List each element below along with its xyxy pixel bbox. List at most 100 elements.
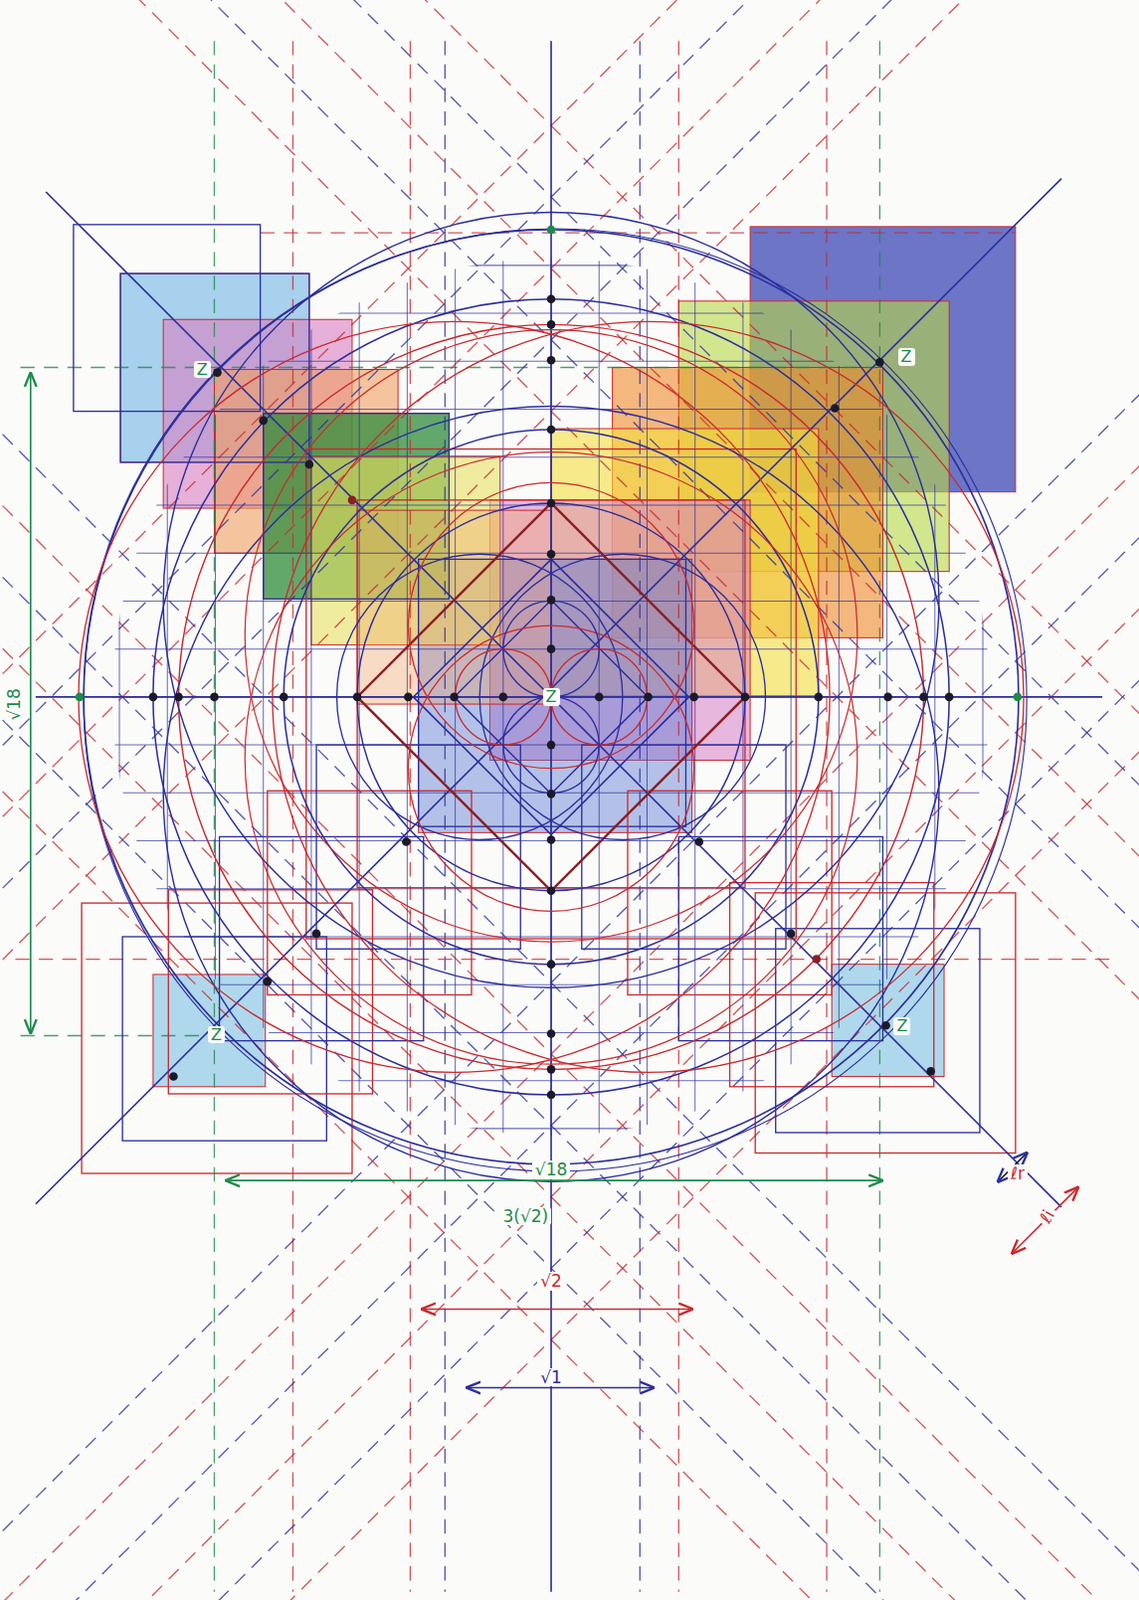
construction-circle — [163, 405, 940, 1182]
construction-circle — [455, 649, 552, 746]
grid-line — [310, 255, 312, 1144]
construction-point — [449, 693, 459, 703]
construction-point — [811, 954, 821, 964]
construction-point — [169, 1072, 179, 1082]
diamond-outline — [413, 559, 690, 835]
construction-point — [547, 741, 557, 751]
construction-circle — [503, 697, 599, 793]
outline-square — [73, 224, 261, 412]
construction-point — [547, 550, 557, 560]
construction-point — [830, 403, 840, 413]
construction-point — [926, 1067, 936, 1077]
dimension-label: √18 — [4, 685, 24, 724]
dashed-guide — [0, 0, 1139, 983]
dashed-guide — [0, 0, 1139, 1055]
construction-point — [312, 930, 322, 940]
dashed-guide — [0, 0, 1139, 1055]
grid-line — [262, 255, 264, 1144]
construction-circle — [407, 625, 694, 912]
construction-point — [786, 930, 796, 940]
construction-point — [279, 693, 289, 703]
point-label: Z — [193, 361, 211, 380]
construction-point — [499, 693, 509, 703]
construction-point — [689, 693, 699, 703]
dimension-arrow — [422, 1309, 693, 1312]
dimension-label: √18 — [532, 1160, 570, 1180]
dimension-label: √2 — [537, 1272, 566, 1292]
construction-circle — [272, 321, 1024, 1073]
grid-line — [790, 255, 792, 1144]
dashed-guide — [0, 0, 1139, 841]
grid-line — [982, 255, 984, 1144]
dimension-arrow — [29, 374, 32, 1034]
dashed-guide — [0, 0, 1139, 912]
dashed-guide — [825, 40, 827, 1592]
dashed-guide — [639, 40, 641, 1592]
point-label: Z — [543, 688, 561, 707]
construction-circle — [551, 649, 647, 746]
construction-point — [174, 693, 184, 703]
dashed-guide — [0, 554, 1139, 1600]
construction-point — [694, 837, 704, 847]
construction-point — [401, 837, 411, 847]
outline-square — [755, 893, 1016, 1154]
dashed-guide — [444, 40, 446, 1592]
construction-point — [547, 425, 557, 435]
circles — [78, 212, 1027, 1183]
construction-circle — [83, 229, 1019, 1165]
outline-square — [168, 890, 373, 1095]
construction-circle — [244, 330, 858, 944]
construction-circle — [83, 228, 1027, 1172]
construction-point — [547, 959, 557, 969]
outline-square — [120, 273, 310, 463]
dashed-guide — [0, 482, 1139, 1600]
construction-point — [403, 693, 413, 703]
construction-point — [594, 693, 604, 703]
construction-point — [547, 595, 557, 605]
construction-circle — [78, 321, 830, 1073]
grid-line — [934, 255, 936, 1144]
dashed-guide — [0, 0, 1139, 841]
construction-circle — [163, 212, 940, 989]
axis-line — [550, 40, 553, 1592]
construction-point — [353, 693, 363, 703]
construction-circle — [283, 429, 819, 965]
axes — [35, 40, 1103, 1592]
dashed-guide — [0, 268, 1139, 1600]
axis-line — [45, 191, 1062, 1208]
construction-point — [305, 460, 315, 470]
dimension-label: ℓi — [1034, 1204, 1060, 1230]
diamond-outline — [357, 503, 746, 892]
outline-square — [81, 903, 353, 1174]
construction-point — [1013, 693, 1023, 703]
dashed-guide — [0, 411, 1139, 1600]
dashed-guide — [20, 367, 879, 369]
construction-point — [945, 693, 954, 703]
dashed-guide — [0, 0, 1139, 983]
dashed-guide — [0, 0, 1139, 1127]
dashed-guide — [879, 40, 881, 1592]
construction-circle — [244, 452, 858, 1066]
construction-point — [149, 693, 159, 703]
point-label: Z — [898, 348, 916, 367]
dimension-arrow — [1012, 1187, 1079, 1254]
dashed-guide — [409, 40, 411, 1592]
construction-point — [547, 1065, 557, 1075]
construction-point — [643, 693, 653, 703]
construction-point — [814, 693, 824, 703]
diamond-outline — [454, 599, 649, 794]
diamonds — [357, 503, 746, 892]
construction-point — [547, 1091, 557, 1101]
dashed-guide — [0, 268, 1139, 1600]
axis-line — [35, 179, 1062, 1205]
dashed-guide — [14, 958, 1118, 960]
point-label: Z — [207, 1026, 225, 1045]
construction-point — [209, 693, 219, 703]
construction-point — [547, 499, 557, 509]
construction-point — [919, 693, 929, 703]
construction-circle — [179, 324, 925, 1070]
construction-circle — [503, 600, 599, 697]
dimension-label: 3(√2) — [500, 1207, 553, 1227]
